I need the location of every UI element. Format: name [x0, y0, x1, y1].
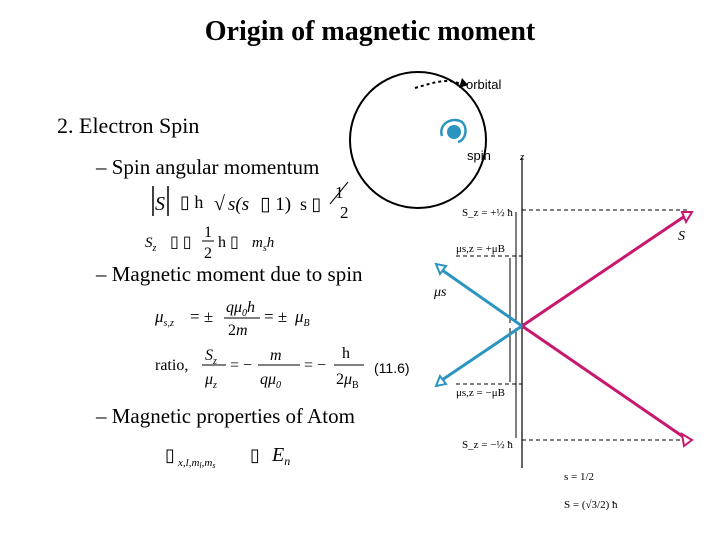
equation-number: (11.6) — [374, 360, 410, 376]
spin-vector-diagram: z S_z = +½ ħ μs,z = +μB μs,z = −μB S_z =… — [433, 151, 694, 511]
svg-text:h ▯: h ▯ — [218, 234, 239, 251]
mu-minus-label: μs,z = −μB — [456, 387, 505, 399]
svg-text:▯: ▯ — [250, 445, 260, 465]
electron-dot — [447, 125, 461, 139]
item-magnetic-properties: – Magnetic properties of Atom — [96, 404, 355, 428]
svg-text:2m: 2m — [228, 322, 248, 339]
svg-text:μB: μB — [294, 307, 310, 329]
svg-text:1: 1 — [204, 224, 212, 241]
moment-up-vector — [441, 268, 523, 328]
orbit-circle — [349, 71, 487, 209]
mu-plus-label: μs,z = +μB — [456, 243, 505, 255]
orbital-label: orbital — [466, 77, 502, 92]
sz-plus-label: S_z = +½ ħ — [462, 207, 513, 219]
svg-text:▯: ▯ — [165, 445, 175, 465]
s-mag-label: S = (√3/2) ħ — [564, 499, 618, 511]
svg-text:μz: μz — [204, 371, 217, 391]
equation-spin-magnitude: S ▯ h √ s(s ▯ 1) s ▯ 1 2 — [152, 181, 349, 222]
equation-state: ▯ x,l,ml,ms ▯ En — [165, 444, 290, 470]
svg-text:Sz: Sz — [145, 235, 157, 254]
item-electron-spin: 2. Electron Spin — [57, 113, 200, 138]
svg-text:= ±: = ± — [190, 307, 213, 326]
item-spin-angular-momentum: – Spin angular momentum — [96, 155, 320, 179]
sz-minus-label: S_z = −½ ħ — [462, 439, 513, 451]
z-axis-label: z — [519, 151, 525, 163]
orbital-arrowhead — [459, 78, 468, 88]
svg-text:m: m — [270, 347, 282, 364]
item-magnetic-moment: – Magnetic moment due to spin — [96, 262, 363, 286]
svg-text:μs,z: μs,z — [154, 307, 174, 329]
vec-s-label: S — [678, 229, 685, 244]
svg-text:En: En — [271, 444, 290, 468]
svg-text:x,l,ml,ms: x,l,ml,ms — [177, 457, 215, 470]
spin-arrow — [440, 118, 467, 144]
spin-up-vector — [521, 214, 686, 328]
svg-text:= ±: = ± — [264, 307, 287, 326]
svg-text:qμ0: qμ0 — [260, 371, 281, 391]
equation-mu-sz: μs,z = ± qμ0h 2m = ± μB — [154, 299, 310, 339]
svg-text:2: 2 — [340, 203, 349, 222]
svg-text:Sz: Sz — [205, 347, 217, 367]
moment-down-vector — [441, 324, 523, 382]
svg-text:h: h — [342, 345, 350, 362]
svg-text:= −: = − — [304, 357, 326, 374]
svg-text:s(s: s(s — [228, 194, 249, 215]
orbit-diagram — [349, 71, 487, 209]
equation-ratio: ratio, Sz μz = − m qμ0 = − h 2μB — [155, 345, 364, 391]
s-value-label: s = 1/2 — [564, 471, 594, 483]
orbital-pointer — [414, 80, 461, 89]
svg-text:ratio,: ratio, — [155, 357, 188, 374]
vec-mu-label: μs — [433, 285, 447, 300]
spin-down-vector — [521, 324, 686, 440]
svg-text:s ▯: s ▯ — [300, 194, 321, 214]
svg-text:√: √ — [214, 193, 225, 215]
svg-text:2: 2 — [204, 245, 212, 262]
spin-label: spin — [467, 148, 491, 163]
equation-sz: Sz ▯ ▯ 1 2 h ▯ msh — [145, 224, 274, 262]
svg-text:▯ 1): ▯ 1) — [260, 194, 291, 215]
page-title: Origin of magnetic moment — [204, 16, 536, 47]
svg-text:= −: = − — [230, 357, 252, 374]
svg-text:2μB: 2μB — [336, 371, 359, 391]
svg-text:qμ0h: qμ0h — [226, 299, 255, 319]
svg-text:msh: msh — [252, 235, 274, 254]
svg-text:▯ h: ▯ h — [180, 192, 203, 212]
svg-text:S: S — [155, 193, 165, 215]
svg-text:▯ ▯: ▯ ▯ — [170, 234, 192, 251]
